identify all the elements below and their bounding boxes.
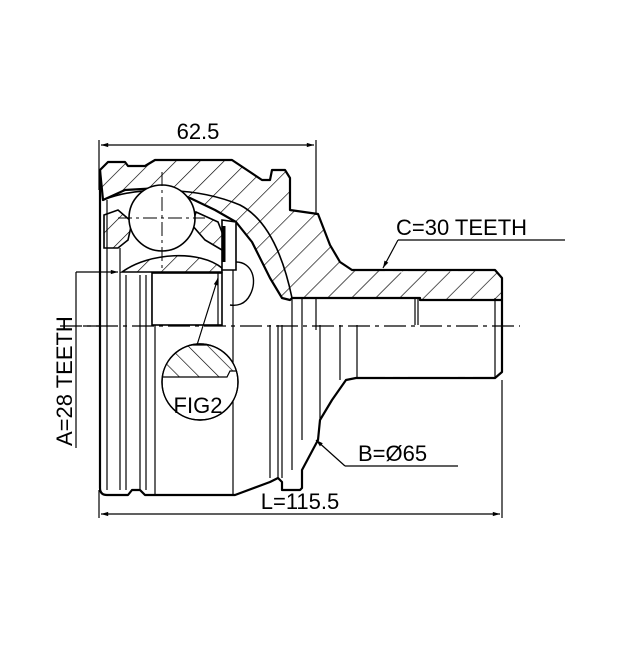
outer-bell-housing-section [98, 158, 504, 302]
outer-spline-label: C=30 TEETH [396, 215, 527, 240]
ball-bearing [118, 172, 255, 306]
dimension-outer-spline: C=30 TEETH [382, 215, 565, 269]
dimension-top-width: 62.5 [98, 119, 317, 215]
inner-spline-label: A=28 TEETH [52, 316, 77, 446]
fig2-label: FIG2 [174, 393, 223, 418]
dimension-length: L=115.5 [98, 380, 503, 518]
dimension-inner-spline: A=28 TEETH [52, 269, 118, 448]
outer-housing-body [98, 170, 504, 497]
dimension-top-width-label: 62.5 [177, 119, 220, 144]
outer-diameter-label: B=Ø65 [358, 441, 427, 466]
fig2-detail-callout: FIG2 [161, 277, 239, 421]
dimension-outer-diameter: B=Ø65 [315, 439, 458, 467]
length-label: L=115.5 [261, 489, 340, 514]
